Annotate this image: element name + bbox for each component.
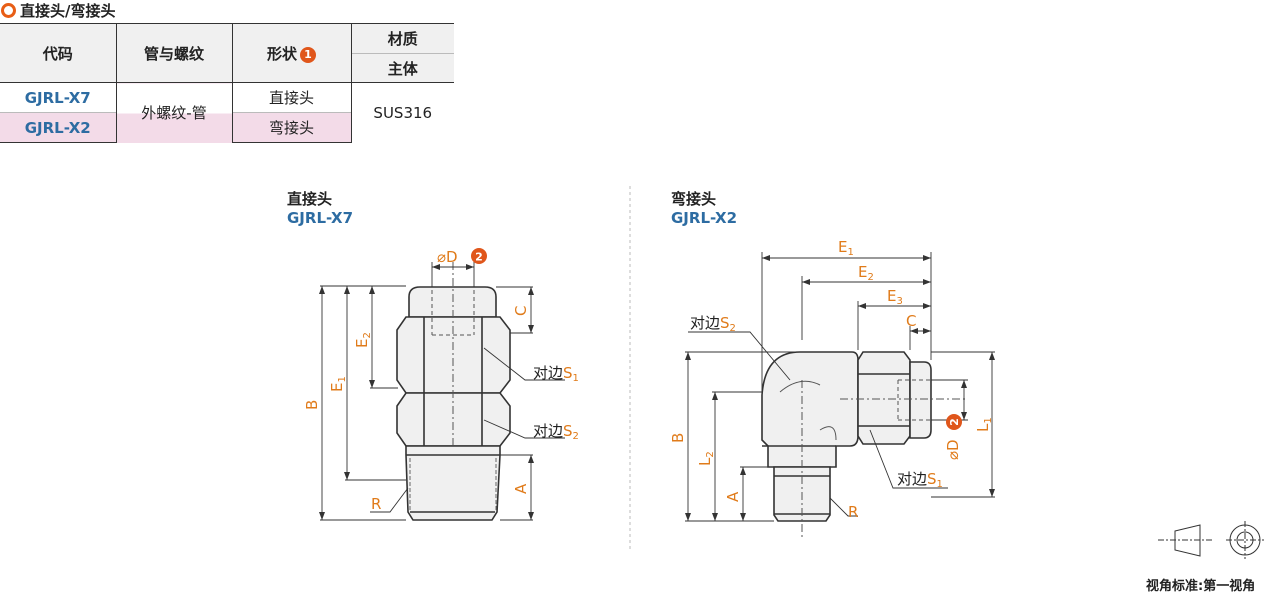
table-row-code: GJRL-X7 bbox=[0, 82, 116, 113]
note-1-badge: 1 bbox=[300, 46, 316, 63]
dim-l2-label: L2 bbox=[696, 451, 716, 466]
elbow-caption: 弯接头 GJRL-X2 bbox=[671, 190, 737, 228]
dim-e2-label: E2 bbox=[858, 263, 874, 283]
dim-d-label: ⌀D bbox=[944, 439, 962, 460]
note-2-badge bbox=[946, 414, 962, 430]
pipe-value-cell: 外螺纹-管 bbox=[115, 82, 232, 143]
dim-e1-label: E1 bbox=[838, 238, 854, 258]
dim-a-label: A bbox=[724, 491, 742, 502]
dim-c-label: C bbox=[906, 312, 916, 330]
bore-line bbox=[897, 379, 930, 421]
elbow-cap bbox=[909, 361, 932, 439]
view-standard-label: 视角标准:第一视角 bbox=[1146, 579, 1256, 594]
hex-s1-label: 对边S1 bbox=[533, 364, 579, 384]
dim-c-label: C bbox=[512, 306, 530, 316]
dim-l1-label: L1 bbox=[974, 417, 994, 432]
elbow-body bbox=[761, 351, 859, 468]
elbow-curve bbox=[819, 426, 837, 441]
table-row-code: GJRL-X2 bbox=[0, 112, 116, 143]
dim-r-label: R bbox=[848, 503, 858, 521]
elbow-dim-labels: E1 E2 E3 C 对边S2 对边S1 B L2 A R ⌀D 2 L1 bbox=[669, 238, 994, 521]
elbow-fitting-drawing bbox=[761, 351, 932, 522]
straight-dim-labels: ⌀D 2 B E1 E2 C A R 对边S1 对边S2 bbox=[303, 248, 579, 513]
straight-hidden-lines bbox=[431, 262, 475, 445]
note-2-badge bbox=[471, 248, 487, 264]
svg-text:2: 2 bbox=[948, 418, 961, 426]
straight-code: GJRL-X7 bbox=[287, 209, 354, 227]
circle-bullet-icon bbox=[1, 2, 16, 18]
header-material: 材质 bbox=[350, 23, 454, 54]
table-row-shape: 直接头 bbox=[231, 82, 351, 113]
elbow-curve bbox=[779, 380, 821, 393]
hex-s2-label: 对边S2 bbox=[533, 422, 579, 442]
dim-r-label: R bbox=[371, 495, 381, 513]
straight-arrowheads bbox=[319, 264, 534, 520]
dim-a-label: A bbox=[512, 483, 530, 494]
first-angle-projection-icon bbox=[1158, 521, 1264, 559]
thread-body bbox=[405, 445, 501, 521]
elbow-title: 弯接头 bbox=[671, 190, 717, 208]
dim-e2-label: E2 bbox=[353, 332, 373, 348]
dim-b-label: B bbox=[669, 433, 687, 443]
elbow-hex-s1 bbox=[857, 351, 911, 445]
elbow-hidden-lines bbox=[779, 379, 968, 540]
header-code: 代码 bbox=[0, 23, 116, 83]
dim-e1-label: E1 bbox=[328, 376, 348, 392]
svg-text:2: 2 bbox=[475, 251, 483, 264]
dim-d-label: ⌀D bbox=[437, 248, 458, 266]
section-title: 直接头/弯接头 bbox=[20, 1, 116, 20]
straight-caption: 直接头 GJRL-X7 bbox=[287, 190, 353, 228]
section-header: 直接头/弯接头 bbox=[1, 0, 115, 20]
elbow-arrowheads bbox=[685, 255, 995, 521]
elbow-s2-label: 对边S2 bbox=[690, 314, 736, 334]
header-body: 主体 bbox=[350, 53, 454, 83]
dim-e3-label: E3 bbox=[887, 287, 903, 307]
material-value-cell: SUS316 bbox=[350, 82, 454, 143]
straight-title: 直接头 bbox=[287, 190, 333, 208]
elbow-code: GJRL-X2 bbox=[671, 209, 738, 227]
header-pipe: 管与螺纹 bbox=[115, 23, 232, 83]
table-row-shape: 弯接头 bbox=[231, 112, 351, 143]
straight-dimensions bbox=[320, 262, 565, 521]
elbow-s1-label: 对边S1 bbox=[897, 470, 943, 490]
dim-b-label: B bbox=[303, 400, 321, 410]
